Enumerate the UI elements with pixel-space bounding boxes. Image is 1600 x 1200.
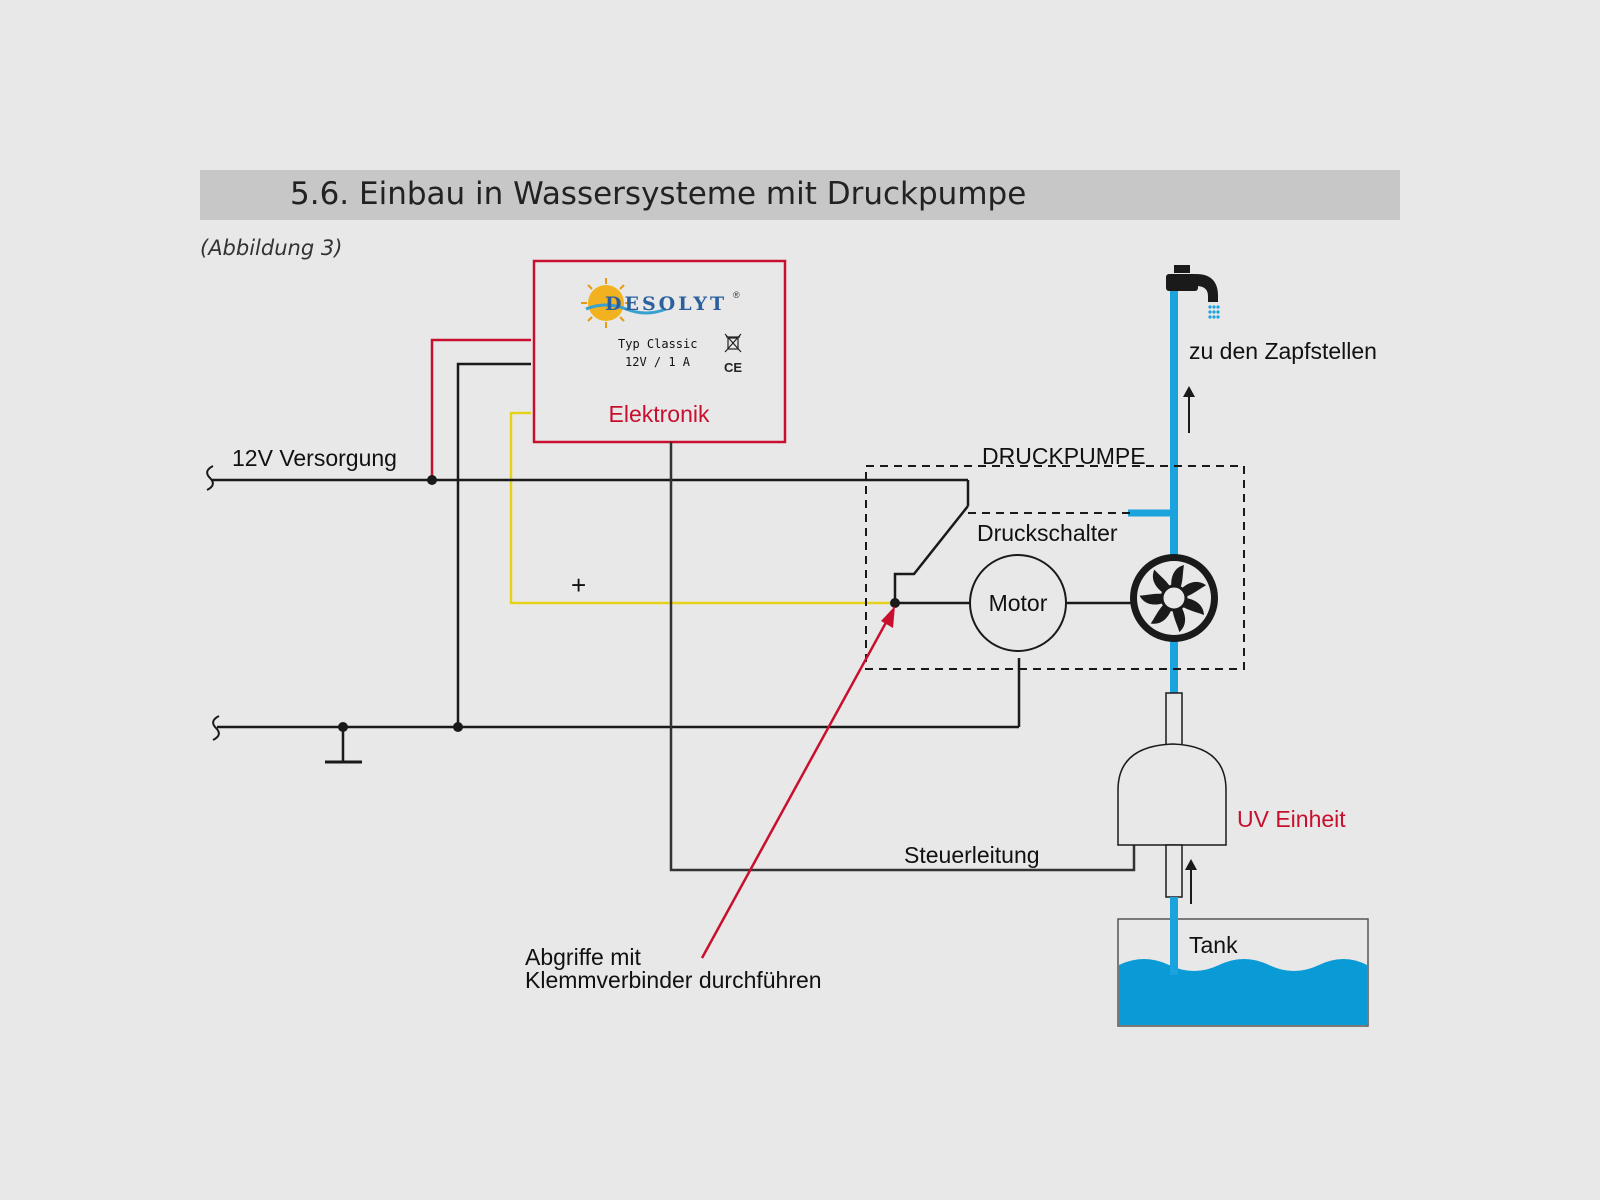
brand-registered-mark: ® bbox=[733, 290, 740, 300]
tap-point-dot bbox=[890, 598, 900, 608]
wire-red bbox=[430, 338, 531, 480]
figure-reference: (Abbildung 3) bbox=[200, 236, 343, 260]
motor: Motor bbox=[969, 554, 1067, 652]
control-line-wire bbox=[669, 442, 1136, 872]
junction-dot bbox=[453, 722, 463, 732]
junction-dot bbox=[427, 475, 437, 485]
control-line-label: Steuerleitung bbox=[904, 842, 1040, 868]
ground-symbol-icon bbox=[325, 722, 362, 764]
electronics-label: Elektronik bbox=[609, 401, 710, 427]
brand-name: DESOLYT bbox=[605, 293, 727, 315]
wire-black-box bbox=[456, 362, 531, 726]
wire-yellow bbox=[509, 411, 895, 605]
plus-label: + bbox=[571, 570, 586, 600]
water-tap-icon bbox=[1166, 265, 1220, 319]
pump-housing bbox=[865, 465, 1245, 670]
uv-unit bbox=[1117, 692, 1227, 898]
pressure-switch-contact bbox=[893, 505, 969, 603]
uv-unit-label: UV Einheit bbox=[1237, 806, 1346, 832]
note-line-2: Klemmverbinder durchführen bbox=[525, 967, 822, 993]
tank bbox=[1117, 897, 1369, 1027]
device-rating: 12V / 1 A bbox=[625, 355, 691, 369]
flow-arrow-up-tank bbox=[1185, 859, 1197, 904]
motor-label: Motor bbox=[989, 590, 1048, 616]
note-line-1: Abgriffe mit bbox=[525, 944, 642, 970]
electronics-box: DESOLYT ® Typ Classic 12V / 1 A CE Elekt… bbox=[532, 259, 787, 444]
ground-line bbox=[212, 658, 1021, 741]
pump-label: DRUCKPUMPE bbox=[982, 443, 1146, 469]
annotation-arrow bbox=[700, 606, 895, 959]
pressure-switch-label: Druckschalter bbox=[977, 520, 1118, 546]
section-title: 5.6. Einbau in Wassersysteme mit Druckpu… bbox=[290, 176, 1027, 212]
device-type: Typ Classic bbox=[618, 337, 697, 351]
waste-bin-icon bbox=[724, 333, 742, 353]
sun-logo-icon bbox=[581, 278, 667, 328]
pump-impeller-icon bbox=[1130, 554, 1218, 642]
outlets-label: zu den Zapfstellen bbox=[1189, 338, 1377, 364]
section-header-bar: 5.6. Einbau in Wassersysteme mit Druckpu… bbox=[200, 170, 1400, 220]
supply-line bbox=[206, 465, 970, 506]
ce-mark-icon: CE bbox=[724, 360, 742, 375]
flow-arrow-up-outlets bbox=[1183, 386, 1195, 433]
supply-label: 12V Versorgung bbox=[232, 445, 397, 471]
tank-label: Tank bbox=[1189, 932, 1238, 958]
